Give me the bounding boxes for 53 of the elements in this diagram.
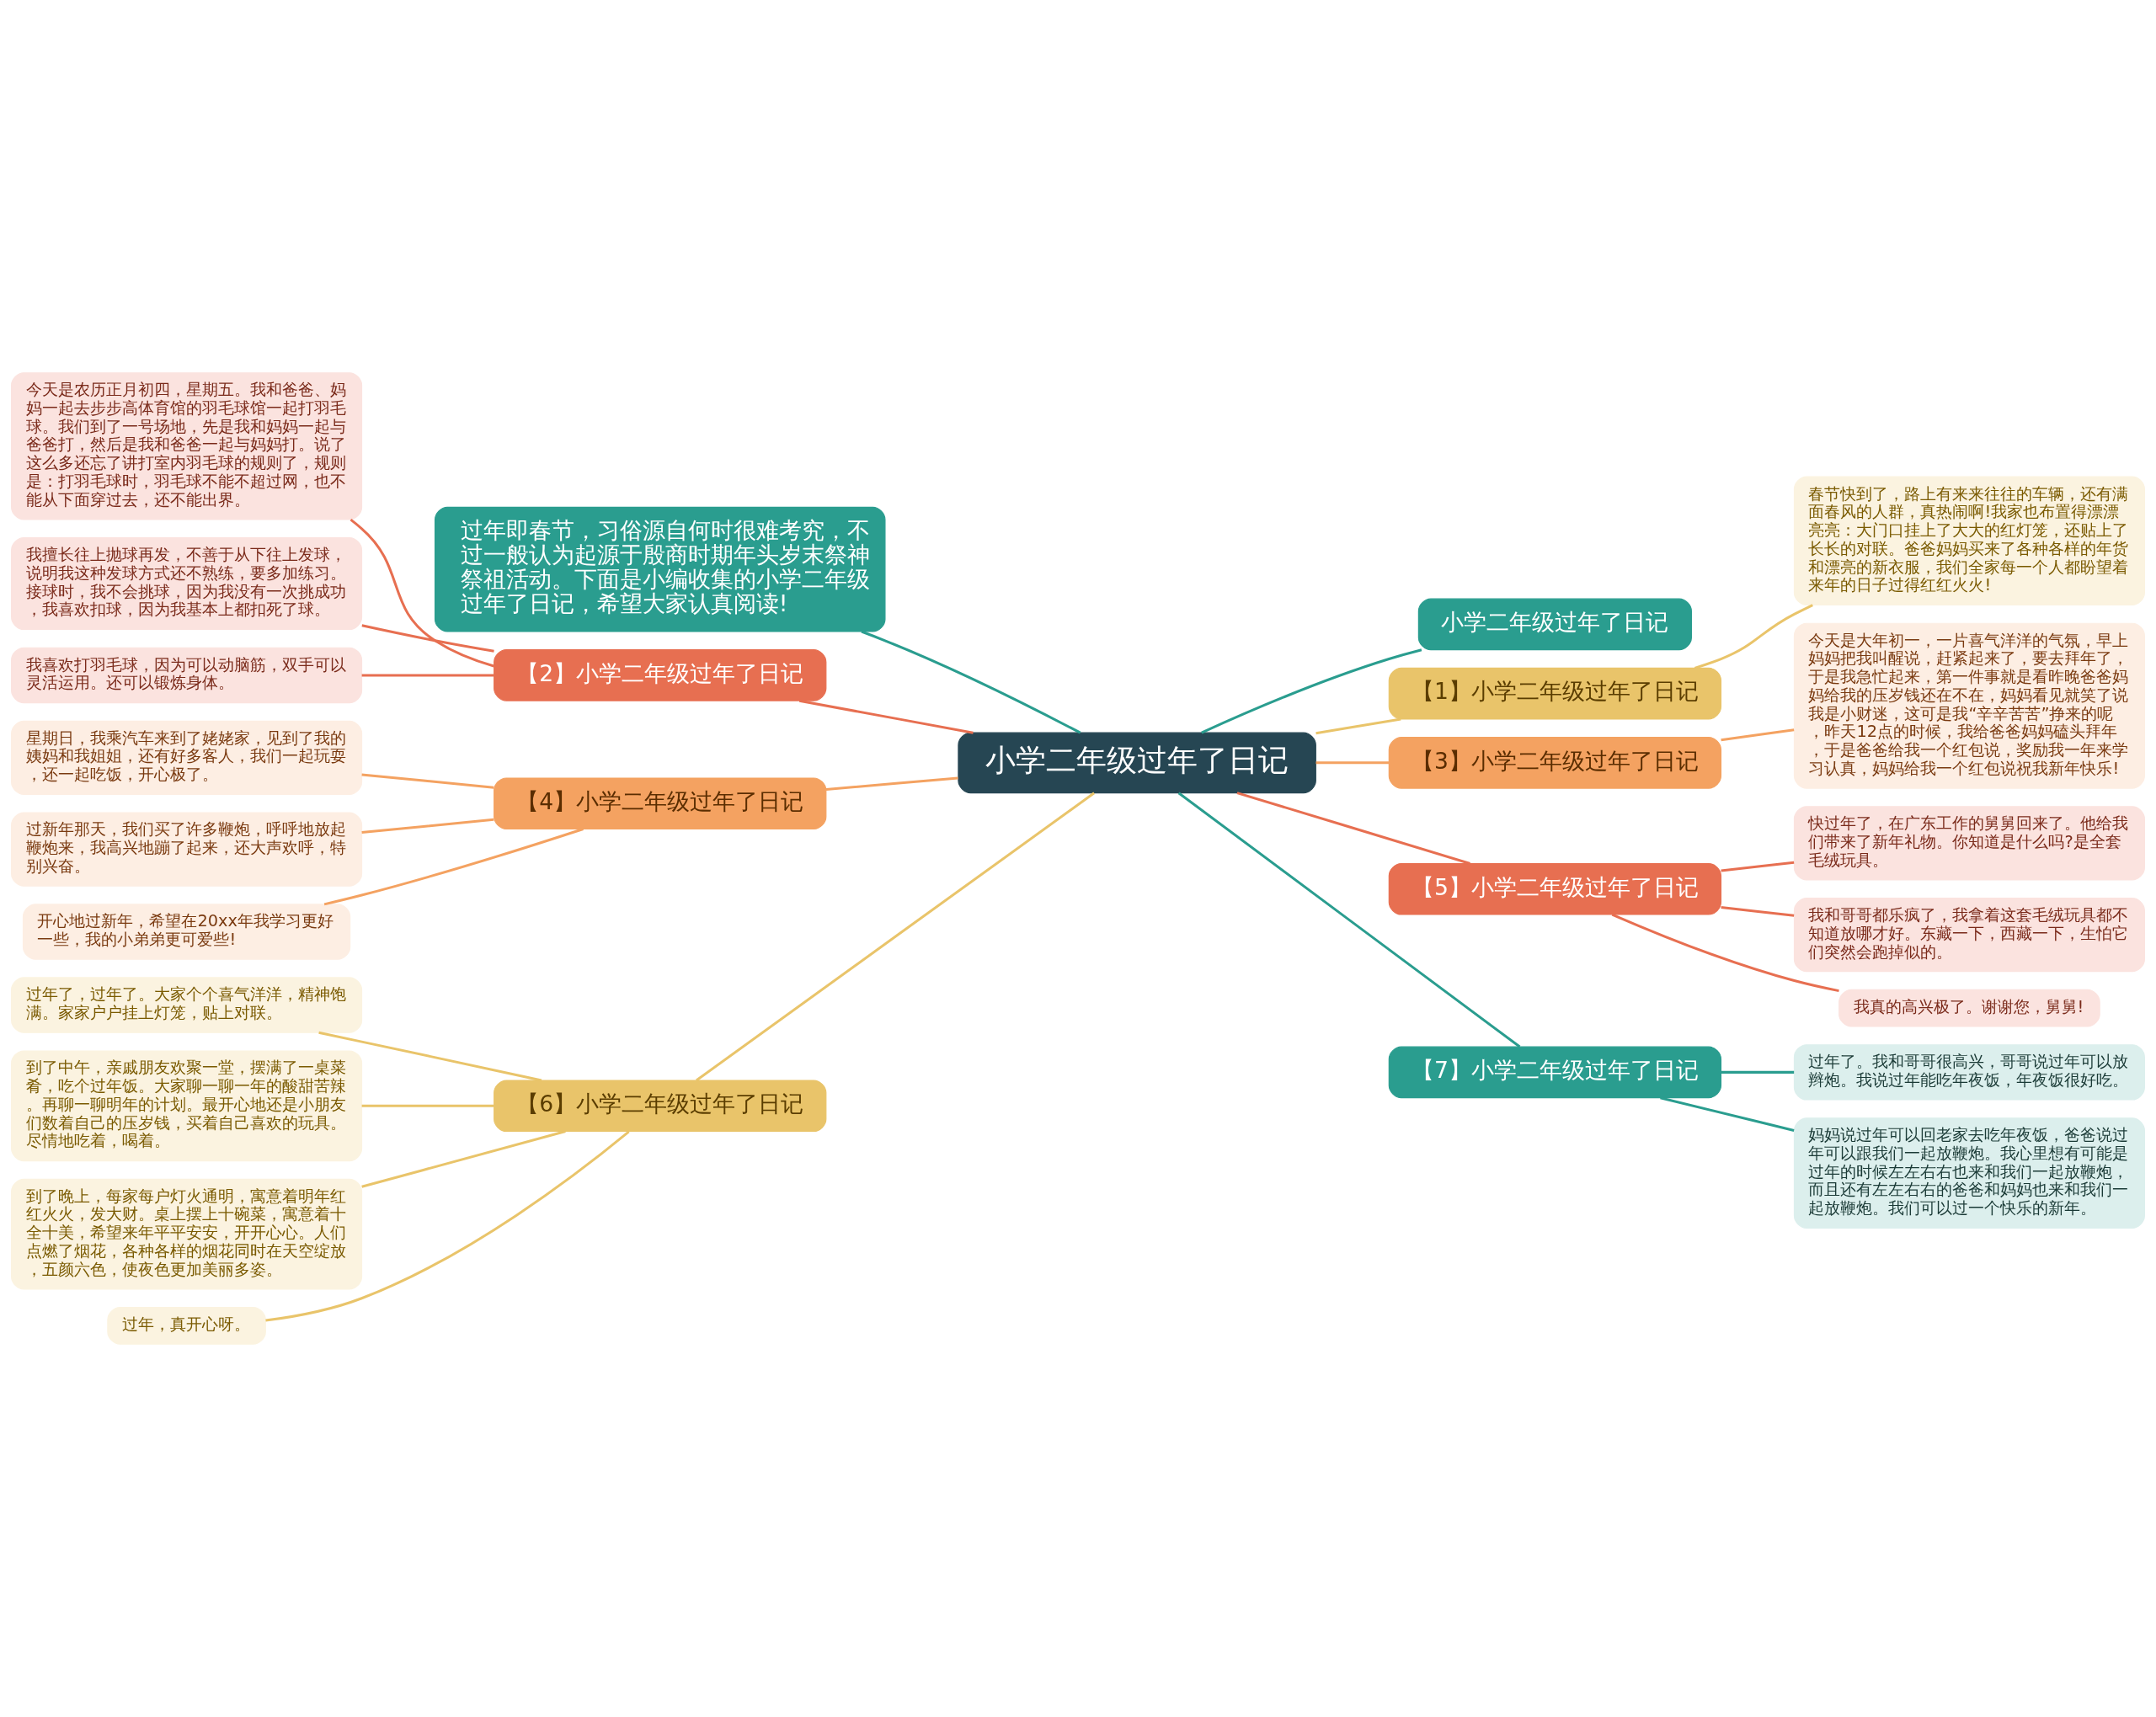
node-box: 过新年那天，我们买了许多鞭炮，呼呼地放起鞭炮来，我高兴地蹦了起来，还大声欢呼，特别兴奋。 [11,812,363,887]
connector [361,624,494,653]
node-box: 过年即春节，习俗源自何时很难考究，不过一般认为起源于殷商时期年头岁末祭神祭祖活动。下面是小编收集的小学二年级过年了日记，希望大家认真阅读! [434,506,886,632]
connector [1611,913,1839,993]
connector [696,792,1096,1082]
connector [350,518,494,668]
node-box: 【3】小学二年级过年了日记 [1388,737,1722,789]
node-box: 到了中午，亲戚朋友欢聚一堂，摆满了一桌菜肴，吃个过年饭。大家聊一聊一年的酸甜苦辣。再聊一聊明年的计划。最开心地还是小朋友们数着自己的压岁钱，买着自己喜欢的玩具。尽情地吃着，喝着。 [11,1050,363,1162]
connector [1721,728,1795,742]
connector [798,699,974,734]
node-box: 【5】小学二年级过年了日记 [1388,862,1722,915]
node-box: 【1】小学二年级过年了日记 [1388,667,1722,720]
connector [361,1130,566,1188]
connector [361,773,494,789]
node-box: 星期日，我乘汽车来到了姥姥家，见到了我的姨妈和我姐姐，还有好多客人，我们一起玩耍，还一起吃饭，开心极了。 [11,720,363,795]
connector [1721,1070,1795,1074]
connector [825,776,958,791]
node-box: 过年了，过年了。大家个个喜气洋洋，精神饱满。家家户户挂上灯笼，贴上对联。 [11,977,363,1033]
node-box: 春节快到了，路上有来来往往的车辆，还有满面春风的人群，真热闹啊!我家也布置得漂漂亮亮：大门口挂上了大大的红灯笼，还贴上了长长的对联。爸爸妈妈买来了各种各样的年货和漂亮的新衣服，我们全家每一个人都盼望着来年的日子过得红红火火! [1793,476,2145,606]
connector [1315,761,1389,765]
node-box: 我喜欢打羽毛球，因为可以动脑筋，双手可以灵活运用。还可以锻炼身体。 [11,647,363,704]
node-box: 过年了。我和哥哥很高兴，哥哥说过年可以放辫炮。我说过年能吃年夜饭，年夜饭很好吃。 [1793,1044,2145,1101]
connector [265,1130,630,1322]
connector [361,818,494,834]
node-box: 到了晚上，每家每户灯火通明，寓意着明年红红火火，发大财。桌上摆上十碗菜，寓意着十全十美，希望来年平平安安，开开心心。人们点燃了烟花，各种各样的烟花同时在天空绽放，五颜六色，使夜色更加美丽多姿。 [11,1178,363,1290]
node-box: 开心地过新年，希望在20xx年我学习更好一些，我的小弟弟更可爱些! [22,904,351,960]
node-box: 我擅长往上抛球再发，不善于从下往上发球，说明我这种发球方式还不熟练，要多加练习。接球时，我不会挑球，因为我没有一次挑成功，我喜欢扣球，因为我基本上都扣死了球。 [11,537,363,631]
connector [323,828,584,906]
node-box: 【2】小学二年级过年了日记 [494,649,827,701]
node-box: 快过年了，在广东工作的舅舅回来了。他给我们带来了新年礼物。你知道是什么吗?是全套毛绒玩具。 [1793,806,2145,881]
connector [1721,861,1795,872]
node-box: 我和哥哥都乐疯了，我拿着这套毛绒玩具都不知道放哪才好。东藏一下，西藏一下，生怕它们突然会跑掉似的。 [1793,898,2145,973]
connector [1201,648,1422,734]
node-box: 小学二年级过年了日记 [1417,598,1692,651]
connector [861,630,1081,734]
connector [318,1031,542,1082]
connector [1315,717,1401,735]
node-box: 我真的高兴极了。谢谢您，舅舅! [1838,989,2100,1027]
node-box: 【7】小学二年级过年了日记 [1388,1046,1722,1099]
connector [1721,906,1795,917]
node-box: 小学二年级过年了日记 [958,732,1316,794]
node-box: 今天是大年初一，一片喜气洋洋的气氛，早上妈妈把我叫醒说，赶紧起来了，要去拜年了，于是我急忙起来，第一件事就是看昨晚爸爸妈妈给我的压岁钱还在不在，妈妈看见就笑了说我是小财迷，这可是我“辛辛苦苦”挣来的呢，昨天12点的时候，我给爸爸妈妈磕头拜年，于是爸爸给我一个红包说，奖励我一年来学习认真，妈妈给我一个红包说祝我新年快乐! [1793,622,2145,789]
connector [1236,792,1470,865]
connector [361,674,494,677]
connector [1660,1096,1795,1132]
connector [361,1104,494,1107]
node-box: 过年，真开心呀。 [107,1307,266,1345]
connector [1177,792,1521,1048]
node-box: 【4】小学二年级过年了日记 [494,777,827,830]
node-box: 今天是农历正月初四，星期五。我和爸爸、妈妈一起去步步高体育馆的羽毛球馆一起打羽毛球。我们到了一号场地，先是我和妈妈一起与爸爸打，然后是我和爸爸一起与妈妈打。说了这么多还忘了讲打室内羽毛球的规则了，规则是：打羽毛球时，羽毛球不能不超过网，也不能从下面穿过去，还不能出界。 [11,372,363,520]
connector [1694,604,1813,669]
node-box: 妈妈说过年可以回老家去吃年夜饭，爸爸说过年可以跟我们一起放鞭炮。我心里想有可能是过年的时候左左右右也来和我们一起放鞭炮，而且还有左左右右的爸爸和妈妈也来和我们一起放鞭炮。我们可以过一个快乐的新年。 [1793,1117,2145,1229]
node-box: 【6】小学二年级过年了日记 [494,1080,827,1133]
